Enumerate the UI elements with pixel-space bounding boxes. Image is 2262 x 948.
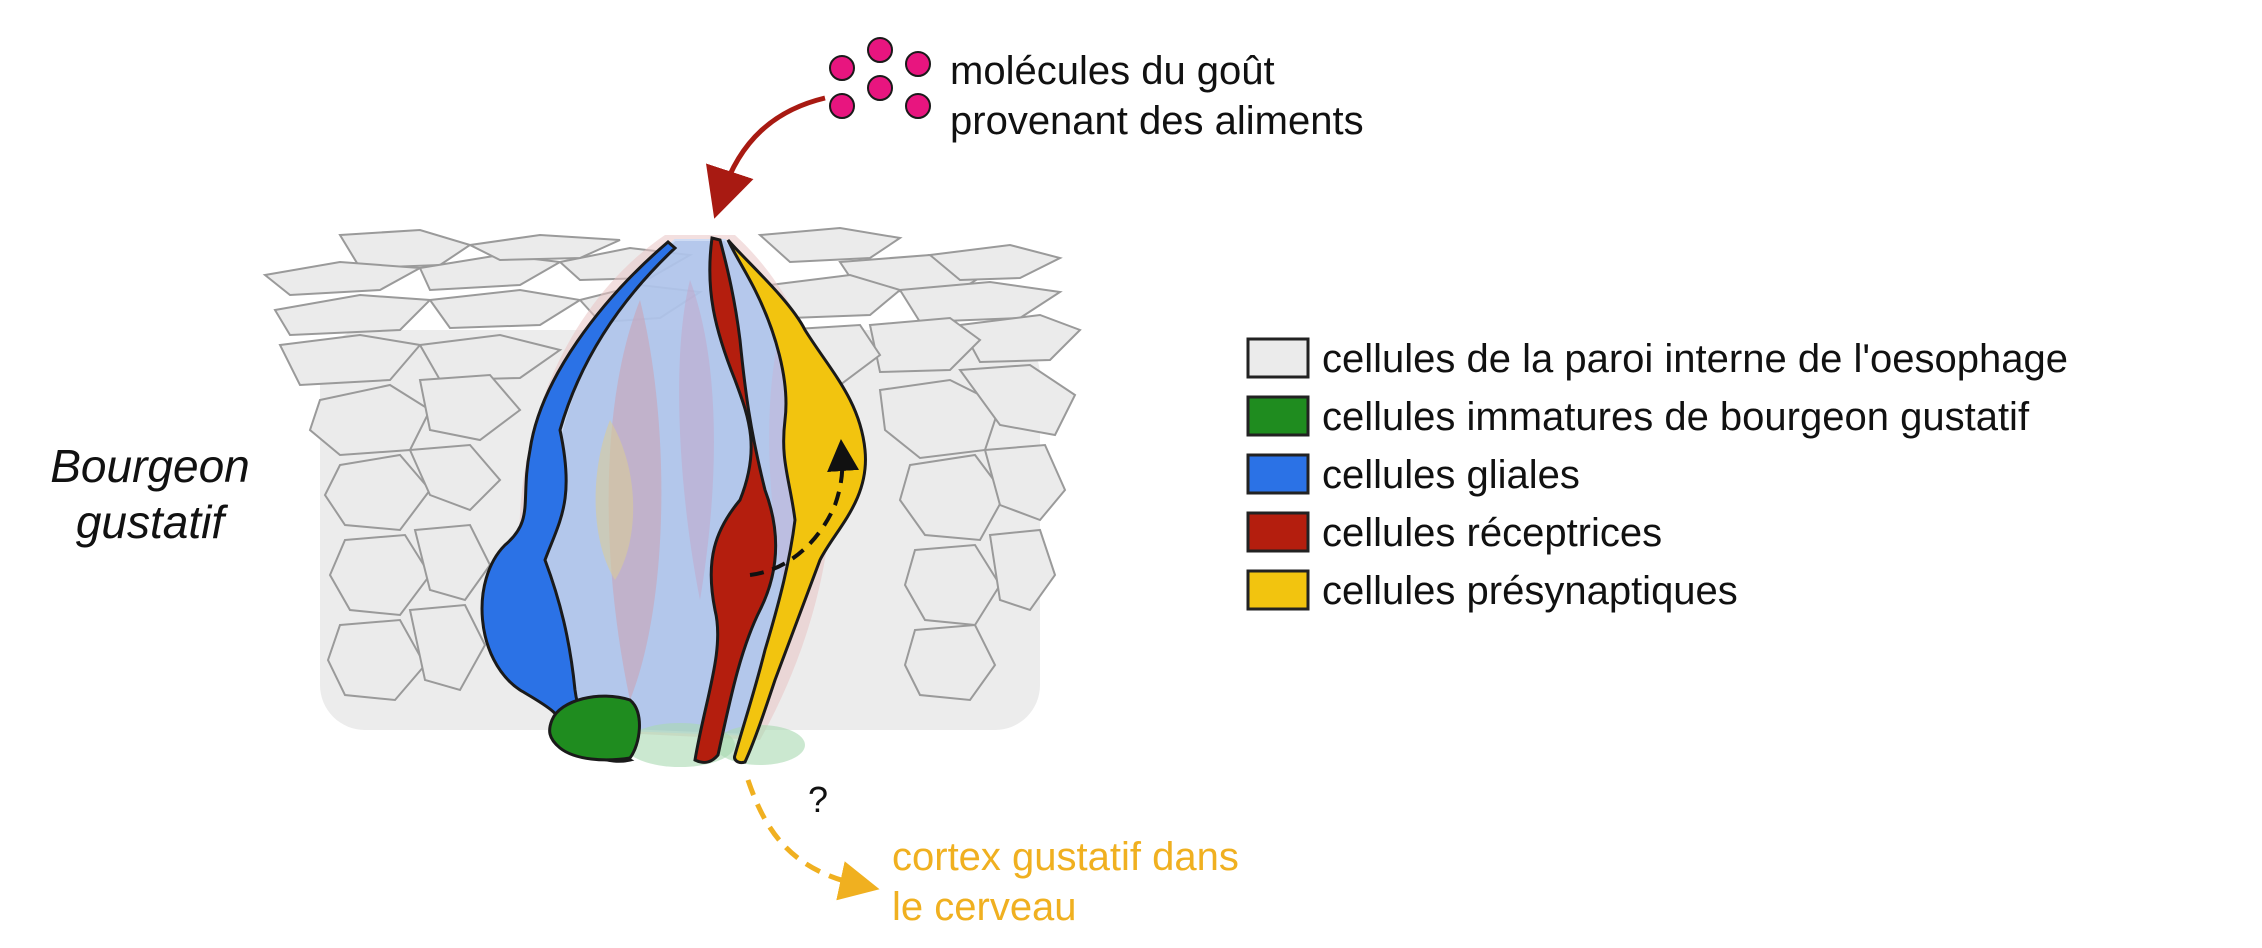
molecule-dot bbox=[905, 93, 931, 119]
legend-swatch-immature bbox=[1246, 395, 1310, 437]
molecule-dot bbox=[867, 75, 893, 101]
molecule-dot bbox=[829, 55, 855, 81]
legend-swatch-epithelium bbox=[1246, 337, 1310, 379]
output-label-line2: le cerveau bbox=[892, 885, 1077, 929]
stimulus-label-line1: molécules du goût bbox=[950, 49, 1275, 93]
receptor-cell bbox=[693, 236, 778, 764]
molecule-dot bbox=[905, 51, 931, 77]
legend-label-receptor: cellules réceptrices bbox=[1322, 511, 1662, 555]
output-arrow bbox=[745, 779, 880, 901]
legend-swatch-glial bbox=[1246, 453, 1310, 495]
legend-swatch-receptor bbox=[1246, 511, 1310, 553]
legend-label-glial: cellules gliales bbox=[1322, 453, 1580, 497]
legend-label-immature: cellules immatures de bourgeon gustatif bbox=[1322, 395, 2030, 439]
legend: cellules de la paroi interne de l'oesoph… bbox=[1246, 337, 2068, 613]
molecule-dot bbox=[829, 93, 855, 119]
taste-molecules bbox=[829, 37, 931, 119]
output-question-mark: ? bbox=[808, 779, 828, 820]
legend-swatch-presynaptic bbox=[1246, 569, 1310, 611]
legend-label-presynaptic: cellules présynaptiques bbox=[1322, 569, 1738, 613]
internal-signal-arrow bbox=[749, 439, 860, 577]
structure-label-line1: Bourgeon bbox=[50, 440, 250, 492]
stimulus-arrow bbox=[706, 95, 826, 219]
presynaptic-cell bbox=[726, 239, 867, 764]
immature-cell bbox=[548, 694, 641, 762]
structure-label-line2: gustatif bbox=[76, 496, 229, 548]
stimulus-label-line2: provenant des aliments bbox=[950, 99, 1364, 143]
legend-label-epithelium: cellules de la paroi interne de l'oesoph… bbox=[1322, 337, 2068, 381]
output-label-line1: cortex gustatif dans bbox=[892, 835, 1239, 879]
molecule-dot bbox=[867, 37, 893, 63]
